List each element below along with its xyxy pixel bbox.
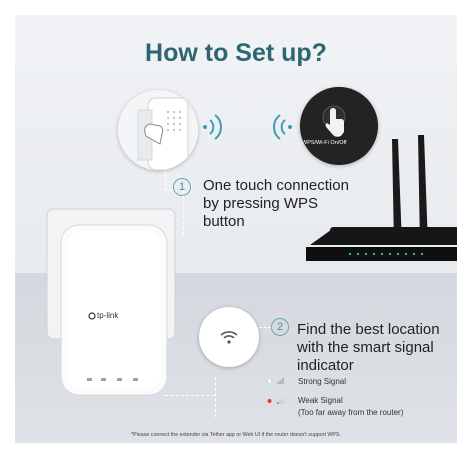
wifi-waves-left-icon (273, 114, 292, 140)
connector-line-3 (255, 327, 271, 328)
step-number-1: 1 (173, 178, 191, 196)
wps-button-label: WPS/Wi-Fi On/Off (302, 140, 347, 146)
step-1-line-1: One touch connection (203, 177, 349, 194)
step-2-line-1: Find the best location (297, 321, 440, 338)
strong-signal-led-icon (267, 377, 284, 384)
connector-line-1 (165, 155, 166, 191)
extender-side-illustration (118, 90, 198, 170)
step-1-text: One touch connection by pressing WPS but… (203, 177, 349, 231)
weak-signal-label: Weak Signal (298, 396, 343, 405)
router-illustration (306, 135, 457, 261)
router-wps-closeup-bubble: WPS/Wi-Fi On/Off (300, 87, 378, 165)
wifi-waves-right-icon (203, 114, 222, 140)
extender-closeup-bubble (118, 90, 198, 170)
connector-line-2 (183, 190, 184, 235)
page-title: How to Set up? (145, 39, 327, 67)
step-2-line-3: indicator (297, 357, 354, 374)
footnote: *Please connect the extender via Tether … (131, 432, 341, 438)
wifi-signal-icon (220, 331, 238, 344)
step-2-text: Find the best location with the smart si… (297, 321, 440, 375)
connector-line-1b (165, 190, 177, 191)
signal-indicator-bubble (199, 307, 259, 367)
step-1-line-2: by pressing WPS (203, 195, 319, 212)
connector-line-4 (215, 377, 216, 417)
step-number-2: 2 (271, 318, 289, 336)
setup-infographic: How to Set up? (15, 15, 457, 443)
extender-device-illustration (46, 208, 176, 396)
weak-signal-note: (Too far away from the router) (298, 408, 404, 417)
wps-button-illustration (300, 87, 378, 165)
step-1-line-3: button (203, 213, 245, 230)
strong-signal-label: Strong Signal (298, 377, 347, 386)
step-2-line-2: with the smart signal (297, 339, 434, 356)
connector-line-4b (165, 395, 215, 396)
brand-logo-text: tp-link (97, 311, 119, 320)
weak-signal-led-icon (267, 397, 284, 404)
